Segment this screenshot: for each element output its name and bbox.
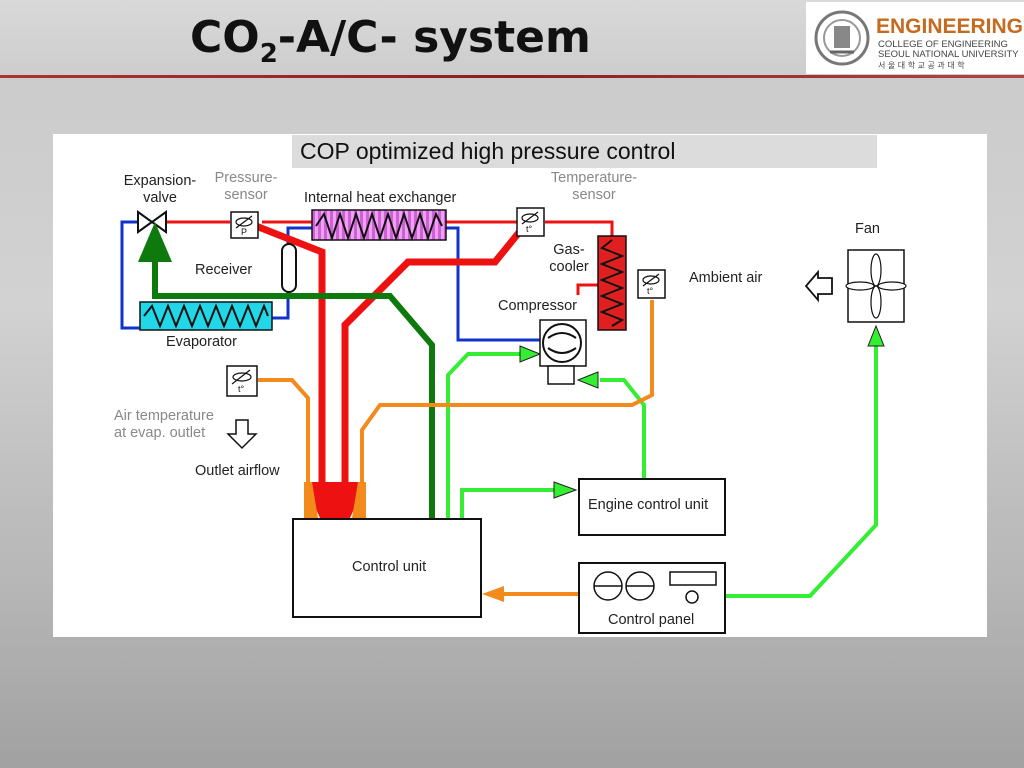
svg-text:t°: t° bbox=[526, 224, 533, 234]
label-ambient-air: Ambient air bbox=[689, 270, 763, 286]
label-internal-heat-exchanger: Internal heat exchanger bbox=[304, 190, 457, 206]
control-panel-dials-icon bbox=[593, 571, 717, 604]
pressure-sensor-icon: P bbox=[230, 211, 259, 239]
gas-cooler-icon bbox=[597, 235, 627, 331]
university-seal-icon: ENGINEERING COLLEGE OF ENGINEERING SEOUL… bbox=[814, 10, 1023, 70]
control-unit-red-arrow bbox=[304, 482, 366, 518]
control-unit-box bbox=[292, 518, 482, 618]
clutch-arrow bbox=[576, 371, 599, 389]
label-expansion-valve: Expansion-valve bbox=[123, 173, 197, 206]
svg-text:t°: t° bbox=[647, 286, 654, 296]
label-evaporator: Evaporator bbox=[166, 334, 237, 350]
outlet-airflow-arrow-icon bbox=[226, 419, 258, 450]
label-engine-control-unit: Engine control unit bbox=[588, 497, 709, 513]
logo-line2: SEOUL NATIONAL UNIVERSITY bbox=[878, 49, 1019, 60]
evap-temp-signal-line bbox=[258, 378, 310, 490]
label-fan: Fan bbox=[855, 221, 880, 237]
temperature-sensor-icon: t° bbox=[516, 207, 545, 237]
title-rule bbox=[0, 75, 1024, 78]
fan-signal-line bbox=[726, 345, 878, 598]
label-outlet-airflow: Outlet airflow bbox=[195, 463, 280, 479]
evaporator-temperature-sensor-icon: t° bbox=[226, 365, 258, 397]
engine-signal-line bbox=[460, 488, 556, 518]
label-control-unit: Control unit bbox=[352, 559, 427, 575]
expansion-valve-icon bbox=[137, 210, 172, 262]
slide-title: CO2-A/C- system bbox=[190, 12, 591, 69]
temperature-signal-line bbox=[341, 227, 524, 490]
compressor-arrow bbox=[519, 345, 542, 363]
engine-control-unit-box bbox=[578, 478, 726, 536]
label-pressure-sensor: Pressure-sensor bbox=[214, 170, 278, 203]
suction-line bbox=[152, 240, 435, 518]
diagram-title: COP optimized high pressure control bbox=[292, 135, 877, 168]
evaporator-icon bbox=[139, 301, 273, 331]
ambient-temperature-sensor-icon: t° bbox=[637, 269, 666, 299]
logo-line3: 서 울 대 학 교 공 과 대 학 bbox=[878, 60, 965, 70]
pressure-signal-line bbox=[254, 222, 326, 490]
fan-arrow bbox=[867, 324, 885, 347]
control-panel-box bbox=[578, 562, 726, 634]
internal-heat-exchanger-icon bbox=[311, 209, 447, 242]
label-gas-cooler: Gas-cooler bbox=[549, 242, 589, 275]
fan-icon bbox=[845, 249, 907, 323]
label-receiver: Receiver bbox=[195, 262, 253, 278]
clutch-signal-line bbox=[600, 378, 646, 478]
high-pressure-line bbox=[160, 220, 614, 238]
logo-word: ENGINEERING bbox=[876, 15, 1023, 38]
compressor-signal-line bbox=[446, 352, 522, 518]
label-control-panel: Control panel bbox=[608, 612, 695, 628]
engineering-logo: ENGINEERING COLLEGE OF ENGINEERING SEOUL… bbox=[806, 2, 1024, 74]
svg-text:P: P bbox=[241, 227, 247, 237]
panel-arrow bbox=[482, 586, 504, 602]
ambient-air-arrow-icon bbox=[804, 269, 833, 303]
receiver-icon bbox=[281, 243, 297, 293]
logo-line1: COLLEGE OF ENGINEERING bbox=[878, 39, 1008, 50]
svg-text:t°: t° bbox=[238, 384, 245, 394]
compressor-icon bbox=[539, 319, 587, 385]
engine-arrow bbox=[553, 481, 578, 499]
label-temperature-sensor: Temperature-sensor bbox=[550, 170, 638, 203]
label-compressor: Compressor bbox=[498, 298, 577, 314]
ambient-temp-signal-line bbox=[360, 300, 654, 490]
